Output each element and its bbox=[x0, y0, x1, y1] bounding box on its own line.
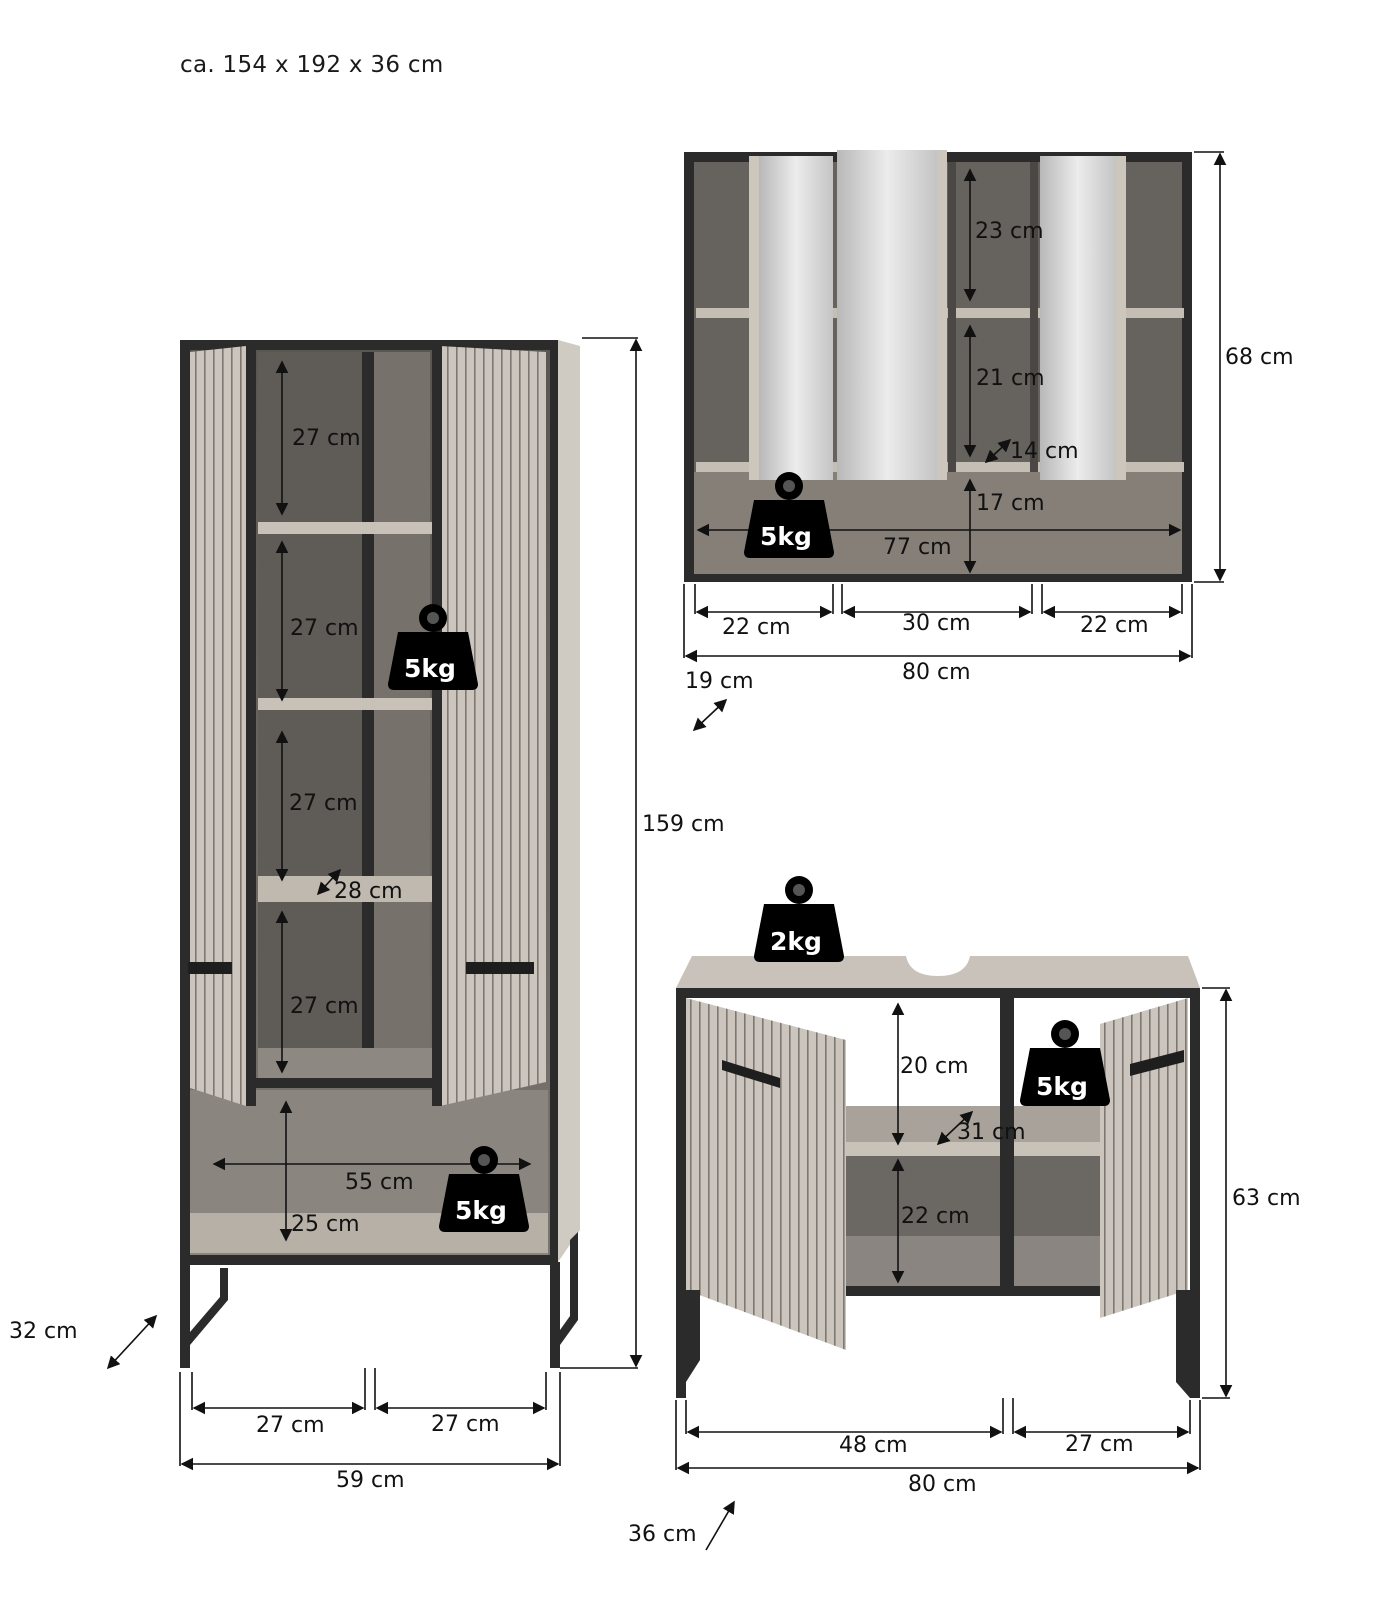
mirror-shelf-depth: 14 cm bbox=[1010, 439, 1079, 464]
vanity-door-width-left: 48 cm bbox=[839, 1433, 908, 1458]
tall-shelf-depth: 28 cm bbox=[334, 879, 403, 904]
vanity-depth: 36 cm bbox=[628, 1522, 697, 1547]
tall-shelf-height-3: 27 cm bbox=[289, 791, 358, 816]
overall-dimensions-title: ca. 154 x 192 x 36 cm bbox=[180, 52, 444, 78]
tall-door-width-right: 27 cm bbox=[431, 1412, 500, 1437]
mirror-compartment-height-2: 21 cm bbox=[976, 366, 1045, 391]
vanity-total-width: 80 cm bbox=[908, 1472, 977, 1497]
vanity-lower-height: 22 cm bbox=[901, 1204, 970, 1229]
tall-shelf-height-2: 27 cm bbox=[290, 616, 359, 641]
tall-compartment-height: 25 cm bbox=[291, 1212, 360, 1237]
tall-cabinet bbox=[180, 340, 580, 1368]
weight-label: 5kg bbox=[404, 654, 456, 683]
mirror-bottom-height: 17 cm bbox=[976, 491, 1045, 516]
tall-total-height: 159 cm bbox=[642, 812, 725, 837]
weight-label: 5kg bbox=[455, 1196, 507, 1225]
mirror-depth: 19 cm bbox=[685, 669, 754, 694]
tall-depth: 32 cm bbox=[9, 1319, 78, 1344]
vanity-upper-height: 20 cm bbox=[900, 1054, 969, 1079]
vanity-door-width-right: 27 cm bbox=[1065, 1432, 1134, 1457]
vanity-total-height: 63 cm bbox=[1232, 1186, 1301, 1211]
vanity-cabinet bbox=[676, 956, 1200, 1398]
weight-label: 2kg bbox=[770, 927, 822, 956]
mirror-section-width-2: 30 cm bbox=[902, 611, 971, 636]
mirror-total-width: 80 cm bbox=[902, 660, 971, 685]
weight-label: 5kg bbox=[760, 522, 812, 551]
tall-door-width-left: 27 cm bbox=[256, 1413, 325, 1438]
mirror-section-width-3: 22 cm bbox=[1080, 613, 1149, 638]
vanity-shelf-depth: 31 cm bbox=[957, 1120, 1026, 1145]
mirror-total-height: 68 cm bbox=[1225, 345, 1294, 370]
mirror-section-width-1: 22 cm bbox=[722, 615, 791, 640]
tall-shelf-height-4: 27 cm bbox=[290, 994, 359, 1019]
weight-label: 5kg bbox=[1036, 1072, 1088, 1101]
mirror-inner-width: 77 cm bbox=[883, 535, 952, 560]
mirror-compartment-height-1: 23 cm bbox=[975, 219, 1044, 244]
tall-total-width: 59 cm bbox=[336, 1468, 405, 1493]
tall-shelf-height-1: 27 cm bbox=[292, 426, 361, 451]
tall-compartment-width: 55 cm bbox=[345, 1170, 414, 1195]
